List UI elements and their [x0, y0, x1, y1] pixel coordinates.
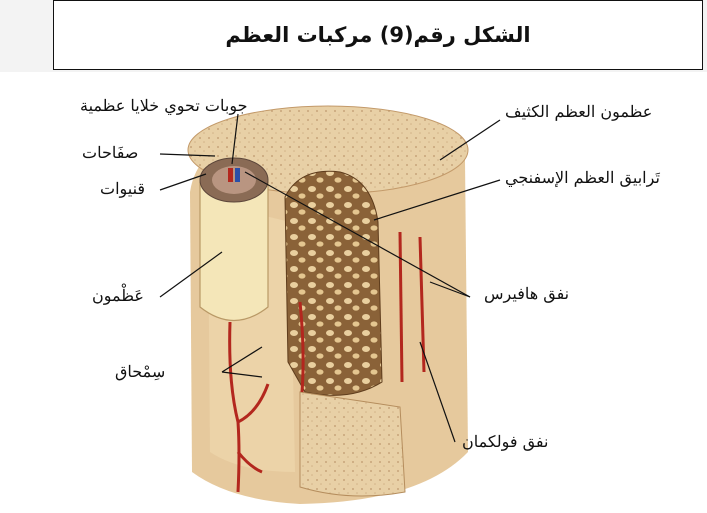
figure-title: الشكل رقم(9) مركبات العظم: [225, 23, 530, 47]
label-osteon: عَظْمون: [92, 286, 144, 305]
spongy-bone: [285, 171, 382, 395]
label-haversian: نفق هافيرس: [484, 284, 569, 303]
bone-diagram: جوبات تحوي خلايا عظمية صفَاحات قنيوات عَ…: [0, 72, 707, 509]
label-canaliculi: قنيوات: [100, 179, 145, 198]
label-compact-osteon: عظمون العظم الكثيف: [505, 102, 652, 121]
label-periosteum: سِمْحاق: [115, 362, 165, 381]
compact-bone-face: [300, 392, 405, 496]
title-box: الشكل رقم(9) مركبات العظم: [53, 0, 703, 70]
label-spongy-trabeculae: تَرابيق العظم الإسفنجي: [505, 168, 660, 187]
label-lamellae: صفَاحات: [82, 143, 138, 162]
osteon-cylinder: [200, 158, 268, 321]
label-cavities: جوبات تحوي خلايا عظمية: [80, 96, 247, 115]
label-volkmann: نفق فولكمان: [462, 432, 548, 451]
